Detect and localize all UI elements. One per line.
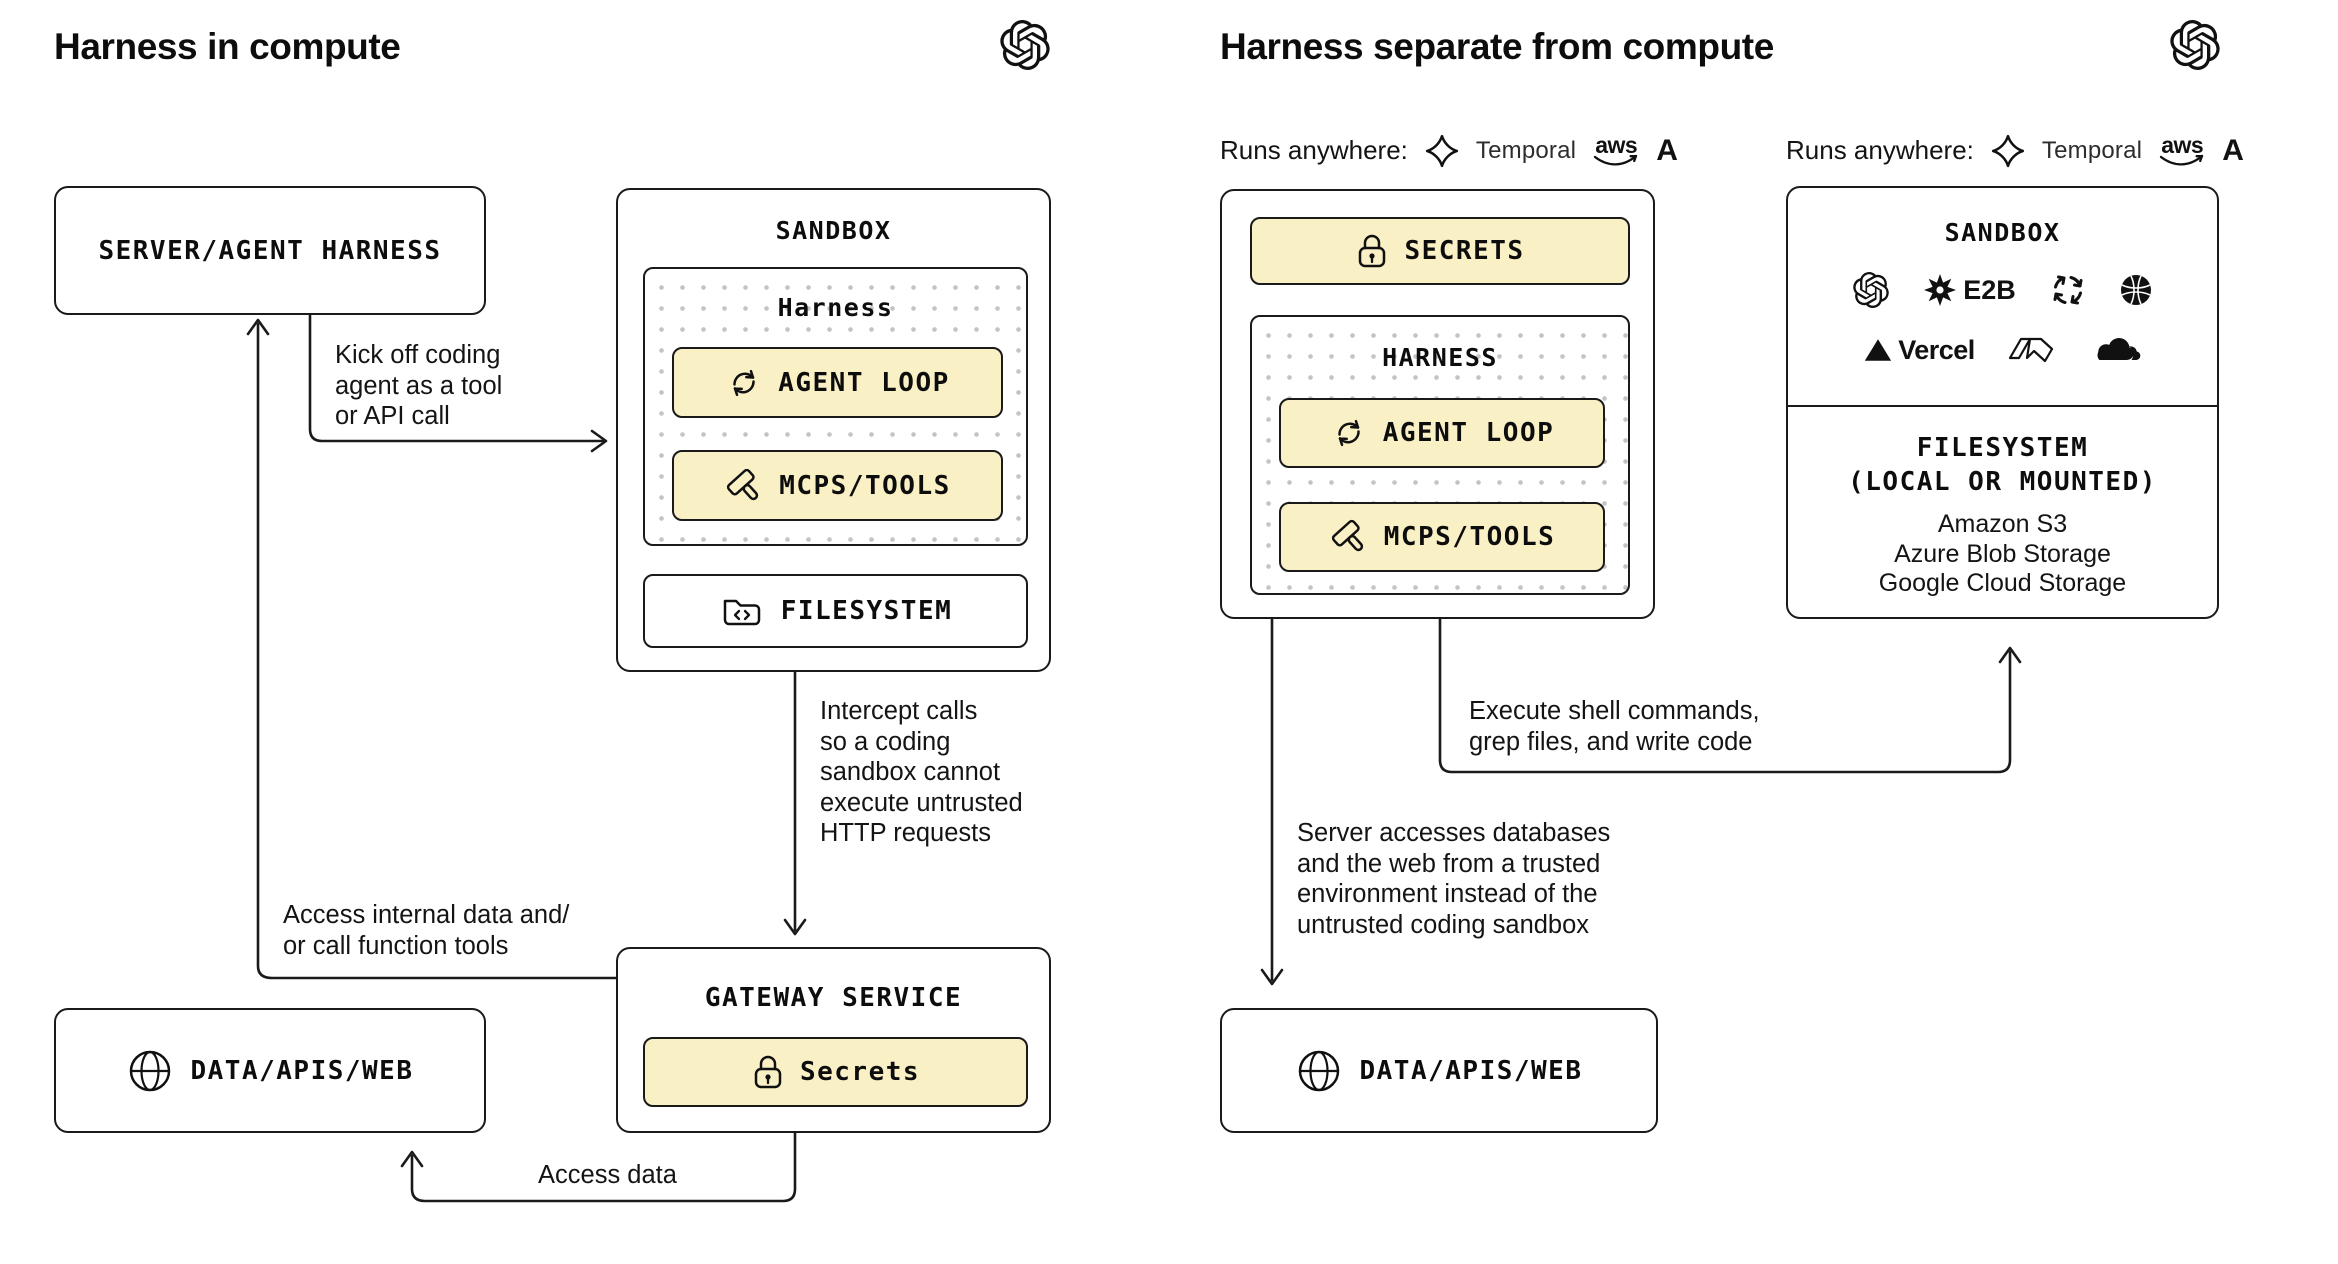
pinwheel-arrows-icon [2050, 272, 2086, 308]
sandbox-providers-row2: Vercel [1788, 334, 2217, 366]
openai-logo-icon [1853, 272, 1889, 308]
temporal-icon [1424, 133, 1460, 169]
globe-icon [127, 1048, 173, 1094]
storage-options-list: Amazon S3 Azure Blob Storage Google Clou… [1878, 510, 2127, 597]
left-harness-group: Harness AGENT LOOP [643, 267, 1028, 546]
right-harness-title: HARNESS [1382, 343, 1498, 372]
right-agent-loop-chip: AGENT LOOP [1279, 398, 1605, 468]
globe-icon [1296, 1048, 1342, 1094]
runs-anywhere-label: Runs anywhere: [1220, 135, 1408, 166]
vercel-wordmark: Vercel [1898, 334, 1975, 365]
cloudflare-cloud-icon [2087, 335, 2141, 365]
hammer-icon [724, 466, 764, 506]
dotted-sphere-icon [2120, 274, 2152, 306]
note-access-data: Access data [538, 1161, 677, 1189]
sandbox-divider [1788, 405, 2217, 407]
anthropic-logo: A [1656, 133, 1678, 167]
note-kick-off: Kick off coding agent as a tool or API c… [335, 341, 503, 431]
left-sandbox-box: SANDBOX Harness AGENT LOOP [616, 188, 1051, 672]
right-secrets-chip: SECRETS [1250, 217, 1630, 285]
folder-code-icon [719, 591, 765, 631]
e2b-logo: E2B [1923, 273, 2016, 307]
note-intercept: Intercept calls so a coding sandbox cann… [820, 697, 1023, 848]
e2b-wordmark: E2B [1963, 274, 2016, 305]
arrowhead-harness-to-data [1260, 968, 1284, 986]
loop-arrows-icon [1330, 414, 1368, 452]
right-sandbox-title: SANDBOX [1944, 218, 2061, 247]
lock-icon [1355, 231, 1389, 271]
gateway-secrets-chip: Secrets [643, 1037, 1028, 1107]
anthropic-logo: A [2222, 133, 2244, 167]
note-access-internal: Access internal data and/ or call functi… [283, 901, 570, 960]
note-server-accesses: Server accesses databases and the web fr… [1297, 819, 1611, 939]
server-agent-harness-box: SERVER/AGENT HARNESS [54, 186, 486, 315]
gateway-service-box: GATEWAY SERVICE Secrets [616, 947, 1051, 1133]
aws-logo: aws [2158, 132, 2206, 169]
modal-logo-icon [2007, 334, 2055, 366]
right-sandbox-box: SANDBOX E2B [1786, 186, 2219, 619]
arrowhead-sandbox-to-gateway [783, 918, 807, 936]
right-mcps-tools-chip: MCPS/TOOLS [1279, 502, 1605, 572]
left-mcps-tools-chip: MCPS/TOOLS [672, 450, 1003, 521]
runs-anywhere-row-left: Runs anywhere: Temporal aws A [1220, 132, 1678, 169]
right-diagram-title: Harness separate from compute [1220, 26, 1774, 67]
loop-arrows-icon [725, 364, 763, 402]
temporal-wordmark: Temporal [1475, 136, 1577, 164]
aws-wordmark: aws [2161, 132, 2204, 158]
sandbox-providers-row1: E2B [1788, 272, 2217, 308]
temporal-icon [1990, 133, 2026, 169]
vercel-logo: Vercel [1864, 335, 1975, 366]
right-data-apis-web-box: DATA/APIS/WEB [1220, 1008, 1658, 1133]
arrowhead-gateway-to-data [400, 1150, 424, 1168]
temporal-wordmark: Temporal [2041, 136, 2143, 164]
filesystem-mounted-title: FILESYSTEM (LOCAL OR MOUNTED) [1848, 433, 2157, 497]
lock-icon [751, 1052, 785, 1092]
left-filesystem-label: FILESYSTEM [780, 596, 953, 626]
runs-anywhere-label: Runs anywhere: [1786, 135, 1974, 166]
gateway-secrets-label: Secrets [799, 1057, 921, 1087]
right-mcps-tools-label: MCPS/TOOLS [1383, 522, 1556, 552]
left-data-apis-web-label: DATA/APIS/WEB [190, 1055, 414, 1086]
left-sandbox-title: SANDBOX [775, 216, 892, 245]
openai-logo-icon [2170, 20, 2220, 70]
left-agent-loop-label: AGENT LOOP [778, 367, 950, 398]
arrowhead-kickoff [590, 429, 608, 453]
left-mcps-tools-label: MCPS/TOOLS [779, 470, 951, 501]
arrowhead-gateway-to-server [246, 318, 270, 336]
right-secrets-label: SECRETS [1404, 236, 1525, 266]
left-harness-title: Harness [777, 293, 894, 322]
left-agent-loop-chip: AGENT LOOP [672, 347, 1003, 418]
arrowhead-harness-to-sandbox [1998, 646, 2022, 664]
server-agent-harness-label: SERVER/AGENT HARNESS [98, 235, 442, 266]
aws-wordmark: aws [1595, 132, 1638, 158]
gateway-service-title: GATEWAY SERVICE [704, 983, 963, 1013]
right-data-apis-web-label: DATA/APIS/WEB [1359, 1055, 1583, 1086]
right-harness-group: HARNESS AGENT LOOP [1250, 315, 1630, 595]
left-diagram-title: Harness in compute [54, 26, 401, 67]
runs-anywhere-row-right: Runs anywhere: Temporal aws A [1786, 132, 2244, 169]
right-harness-outer-box: SECRETS HARNESS AGENT LOOP [1220, 189, 1655, 619]
left-data-apis-web-box: DATA/APIS/WEB [54, 1008, 486, 1133]
right-agent-loop-label: AGENT LOOP [1382, 418, 1555, 448]
note-execute-shell: Execute shell commands, grep files, and … [1469, 697, 1760, 756]
hammer-icon [1329, 517, 1369, 557]
openai-logo-icon [1000, 20, 1050, 70]
left-filesystem-bar: FILESYSTEM [643, 574, 1028, 648]
aws-logo: aws [1592, 132, 1640, 169]
